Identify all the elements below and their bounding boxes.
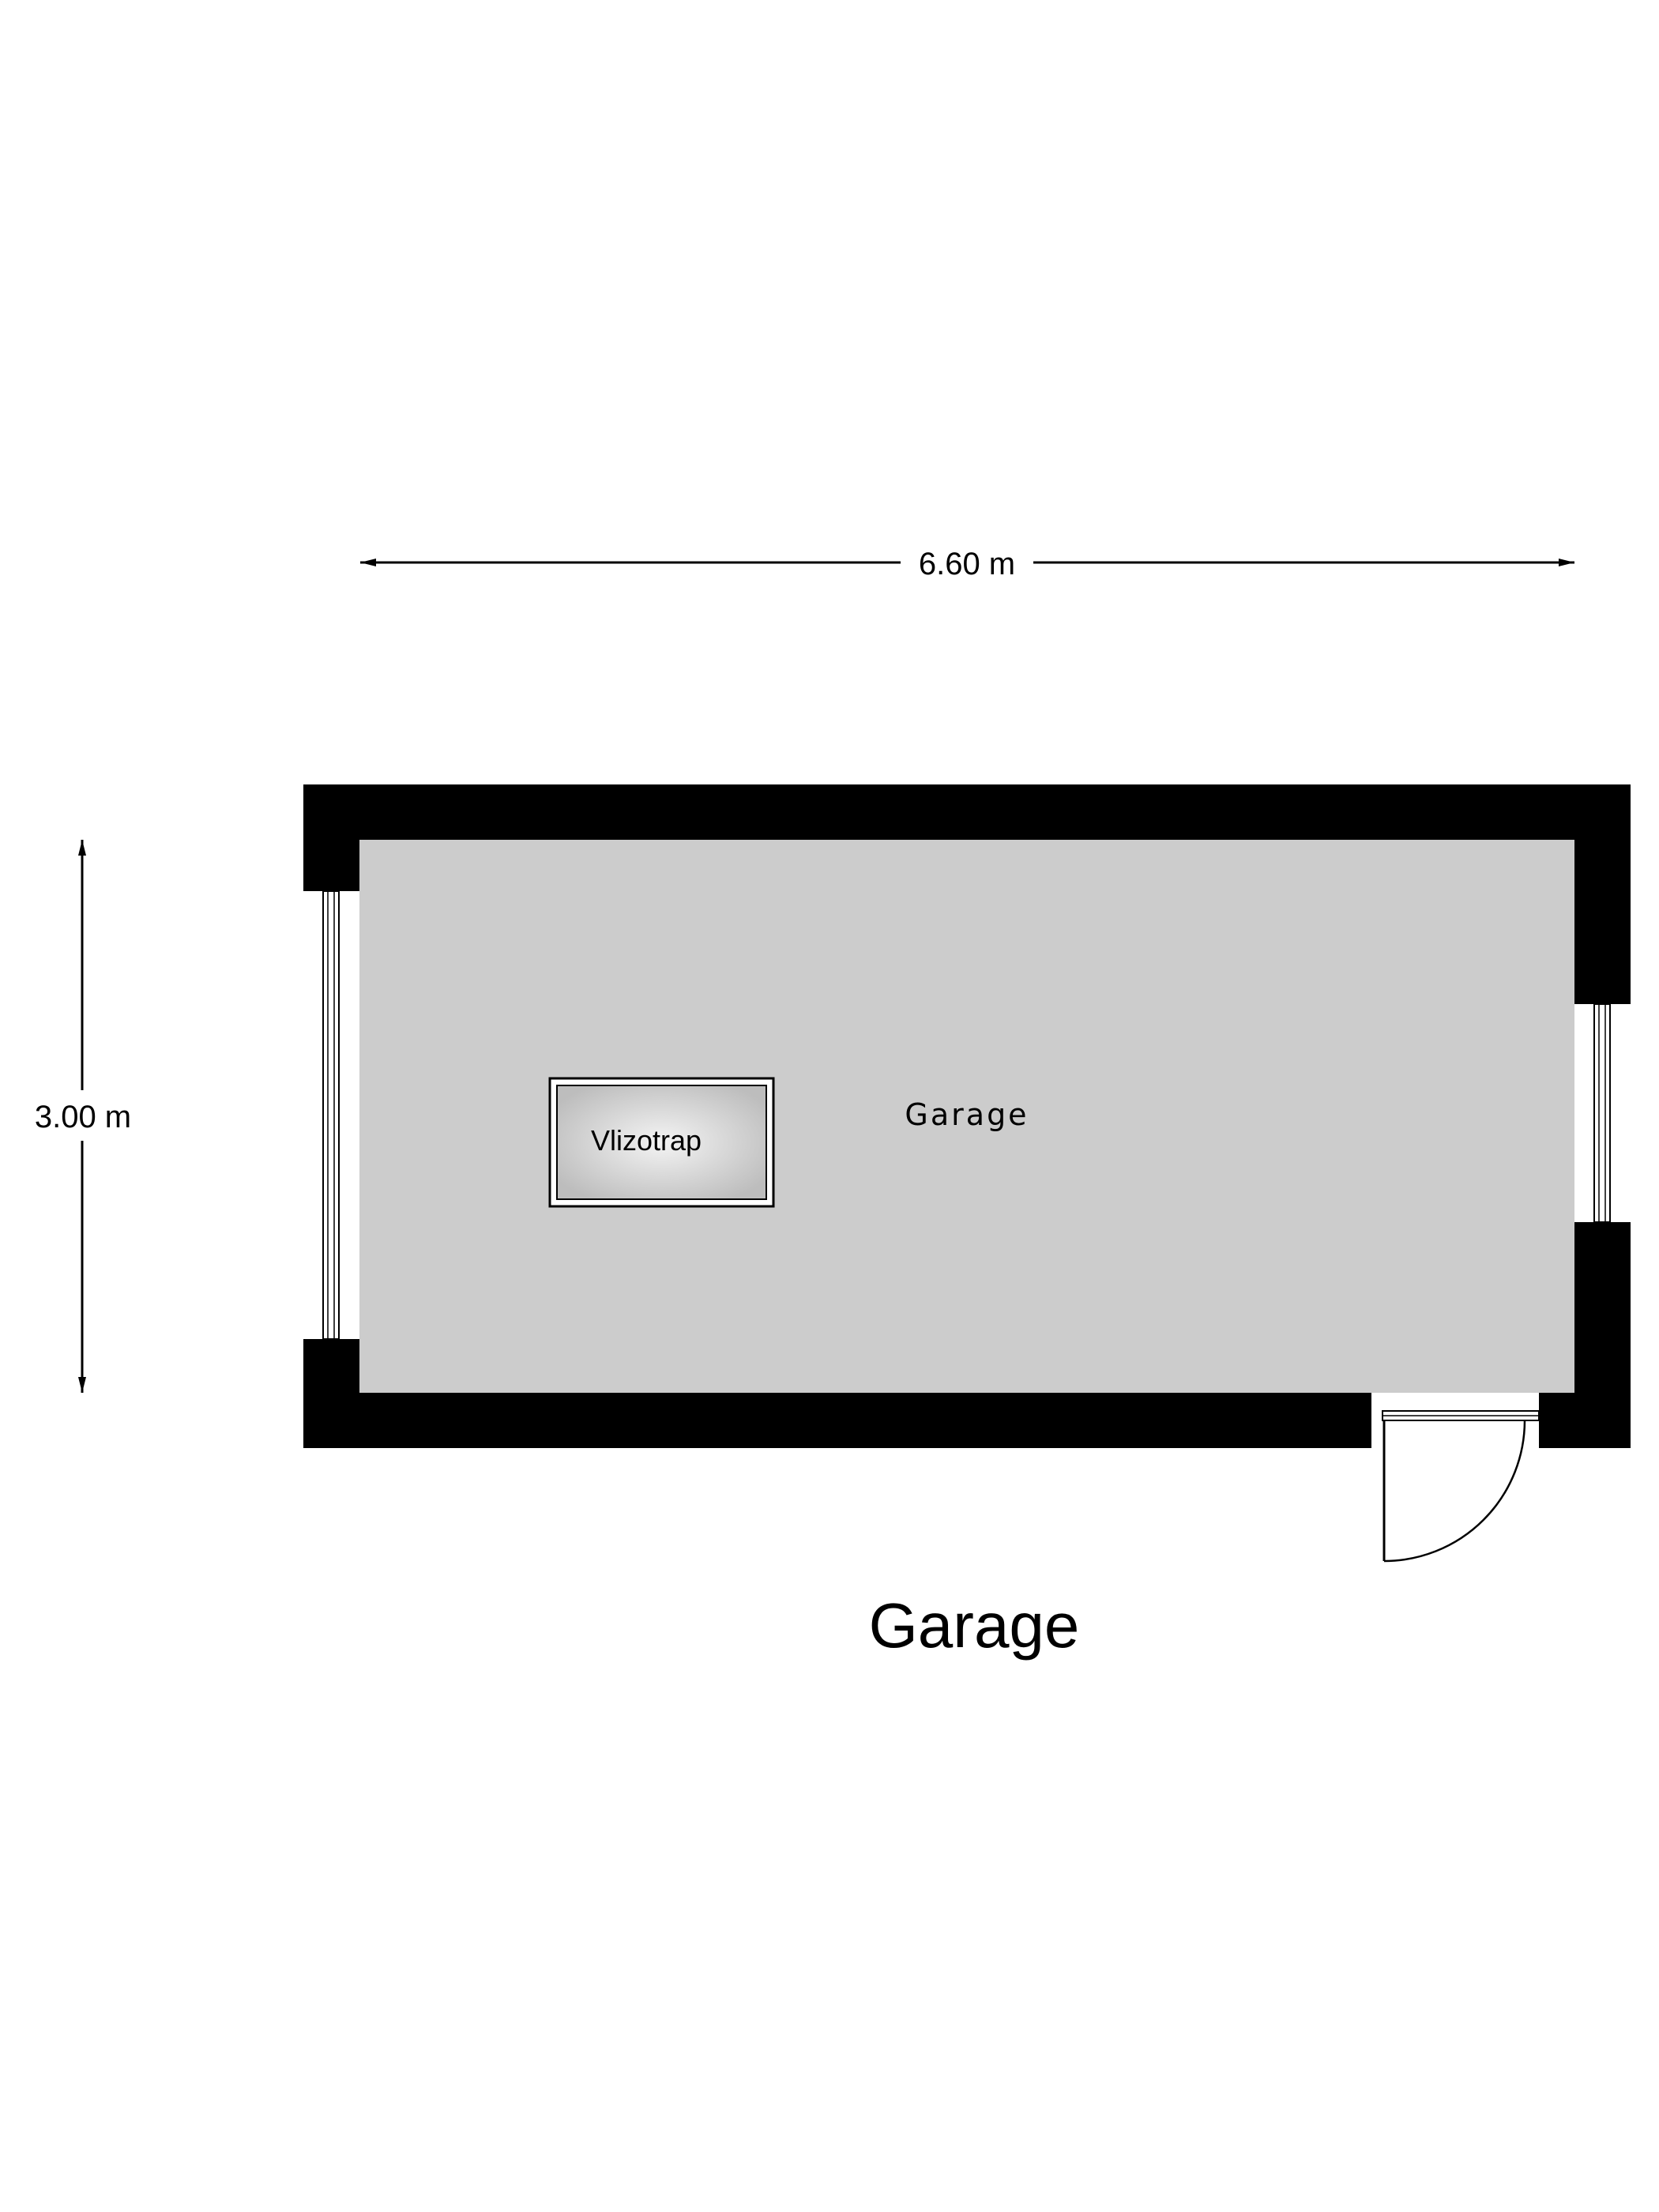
wall-right-upper — [1574, 840, 1631, 1004]
width-dimension: 6.60 m — [360, 547, 1574, 581]
attic-hatch: Vlizotrap — [548, 1077, 775, 1208]
wall-left-upper — [303, 840, 359, 891]
wall-bottom-left — [303, 1393, 1371, 1448]
width-dimension-label: 6.60 m — [919, 547, 1015, 581]
attic-hatch-label: Vlizotrap — [591, 1124, 702, 1157]
wall-bottom-right — [1539, 1393, 1631, 1448]
room-label: Garage — [905, 1097, 1029, 1132]
right-window — [1593, 1003, 1611, 1223]
walls — [303, 784, 1631, 1448]
left-door-opening — [322, 890, 340, 1340]
depth-dimension: 3.00 m — [35, 840, 131, 1393]
door-swing-arc — [1383, 1420, 1526, 1563]
side-door — [1371, 1393, 1540, 1563]
floor-title: Garage — [869, 1590, 1080, 1661]
wall-right-lower — [1574, 1222, 1631, 1393]
wall-left-lower — [303, 1339, 359, 1393]
wall-top — [303, 784, 1631, 840]
depth-dimension-label: 3.00 m — [35, 1100, 131, 1134]
